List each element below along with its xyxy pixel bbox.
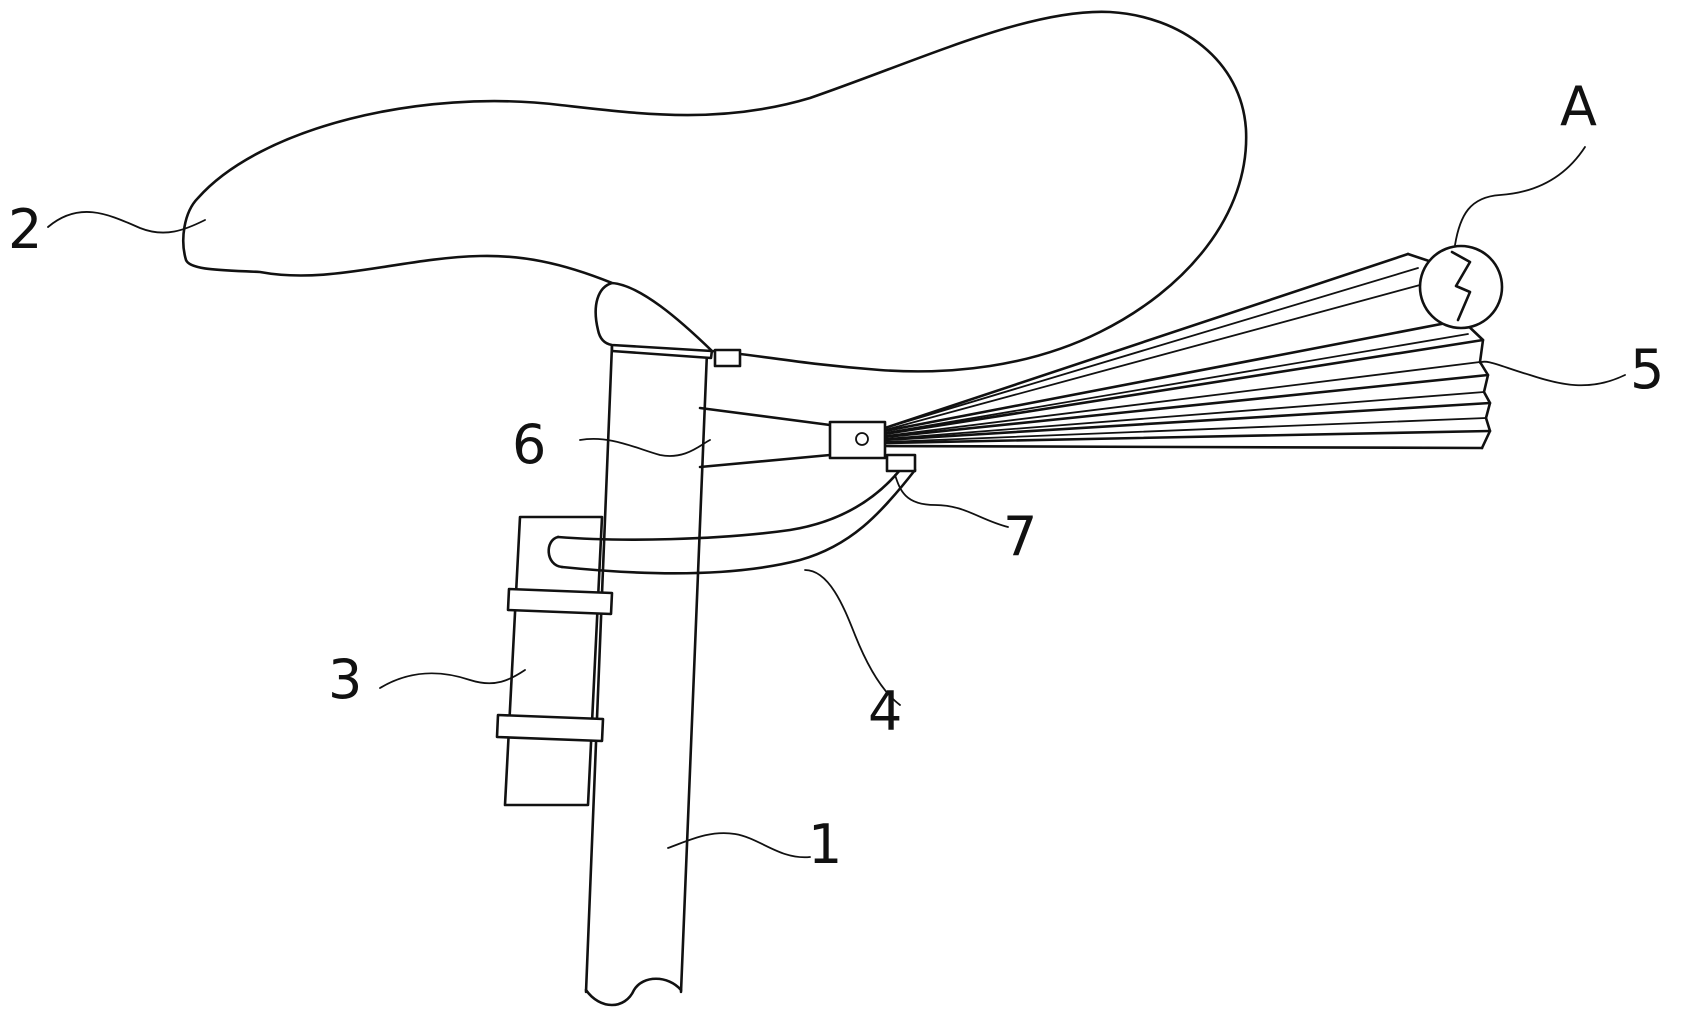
leader-lines — [47, 146, 1626, 859]
seat-post — [584, 341, 714, 1007]
label-saddle: 2 — [8, 198, 42, 261]
label-fan: 5 — [1630, 338, 1664, 401]
pivot-block — [828, 420, 917, 473]
detail-circle-a — [1418, 244, 1504, 330]
saddle — [182, 10, 1248, 373]
bracket — [698, 348, 832, 469]
label-detail-a: A — [1560, 75, 1597, 138]
label-bracket: 6 — [512, 413, 546, 476]
label-tube: 4 — [868, 680, 902, 743]
bottle-holder — [495, 515, 614, 807]
label-pivot: 7 — [1003, 505, 1037, 568]
label-bottle: 3 — [328, 648, 362, 711]
curved-tube — [547, 468, 917, 575]
label-seat-post: 1 — [808, 813, 842, 876]
folding-fan — [883, 252, 1492, 450]
